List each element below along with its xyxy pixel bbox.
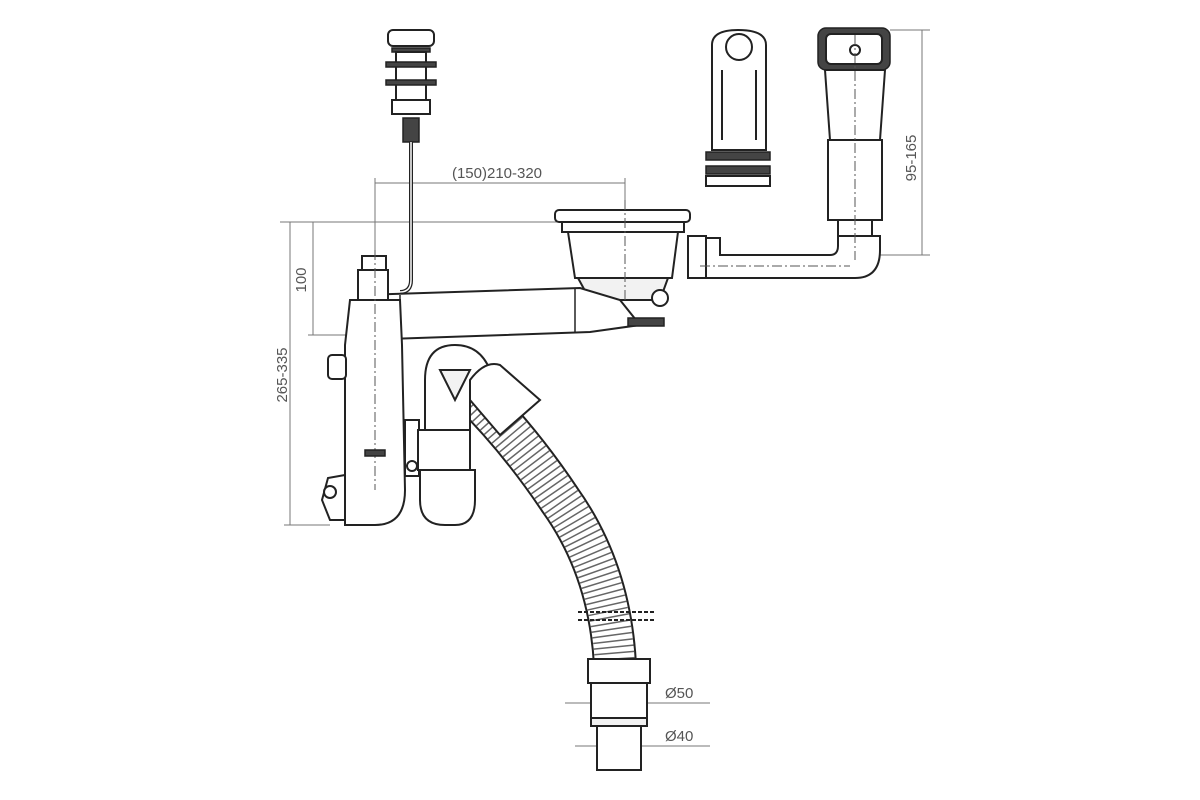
dim-overflow-height: 95-165 <box>903 135 920 182</box>
dim-total-height: 265-335 <box>274 347 291 402</box>
dim-diameter-50: Ø50 <box>665 685 693 702</box>
pop-up-button <box>385 29 437 294</box>
overflow-cap <box>705 28 771 187</box>
overflow-assembly <box>687 27 891 279</box>
dim-outlet-height: 100 <box>293 267 310 292</box>
dim-diameter-40: Ø40 <box>665 728 693 745</box>
outlet-adapter <box>587 658 651 771</box>
siphon-body <box>320 250 542 526</box>
dimension-lines <box>280 29 930 747</box>
dim-outlet-spacing: (150)210-320 <box>452 165 542 182</box>
strainer <box>554 200 691 307</box>
